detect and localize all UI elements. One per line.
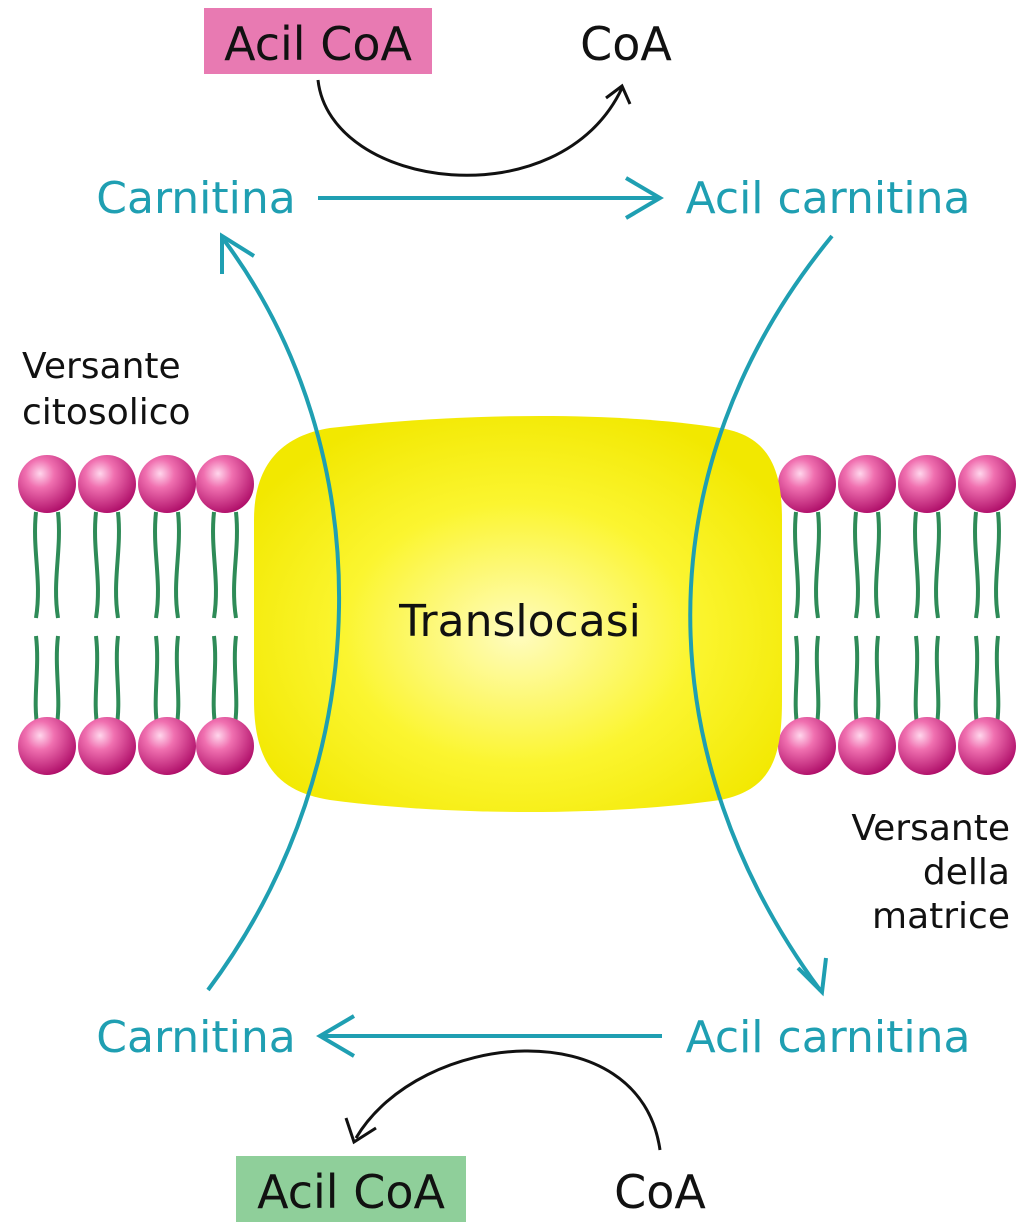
lipid-head (958, 717, 1016, 775)
versante-citosolico-label-line2: citosolico (22, 392, 191, 433)
lipid-head (778, 455, 836, 513)
right-lipid-tails (795, 512, 999, 730)
versante-matrice-label-line3: matrice (872, 896, 1010, 937)
lipid-head (838, 455, 896, 513)
lipid-head (78, 717, 136, 775)
lipid-head (196, 717, 254, 775)
right-lipid-bilayer (778, 455, 1016, 775)
lipid-head (78, 455, 136, 513)
lipid-head (778, 717, 836, 775)
acil-coa-top-label: Acil CoA (224, 17, 412, 71)
translocase-label: Translocasi (398, 596, 641, 647)
lipid-head (898, 455, 956, 513)
lipid-head (898, 717, 956, 775)
left-lipid-tails (35, 512, 237, 730)
coa-top-label: CoA (580, 17, 672, 71)
carnitina-bottom-label: Carnitina (96, 1012, 295, 1063)
versante-matrice-label-line1: Versante (851, 808, 1010, 849)
lipid-head (138, 717, 196, 775)
lipid-head (196, 455, 254, 513)
lipid-head (958, 455, 1016, 513)
coa-to-acyl-coa-bottom-arrow (356, 1051, 660, 1150)
versante-matrice-label-line2: della (923, 852, 1010, 893)
lipid-head (838, 717, 896, 775)
acil-carnitina-bottom-label: Acil carnitina (686, 1012, 971, 1063)
lipid-head (138, 455, 196, 513)
acil-carnitina-top-label: Acil carnitina (686, 173, 971, 224)
acil-coa-bottom-label: Acil CoA (257, 1165, 445, 1219)
left-lipid-bilayer (18, 455, 254, 775)
coa-bottom-label: CoA (614, 1165, 706, 1219)
versante-citosolico-label-line1: Versante (22, 346, 181, 387)
lipid-head (18, 717, 76, 775)
acyl-coa-to-coa-top-arrow (318, 80, 622, 175)
carnitina-top-label: Carnitina (96, 173, 295, 224)
lipid-head (18, 455, 76, 513)
